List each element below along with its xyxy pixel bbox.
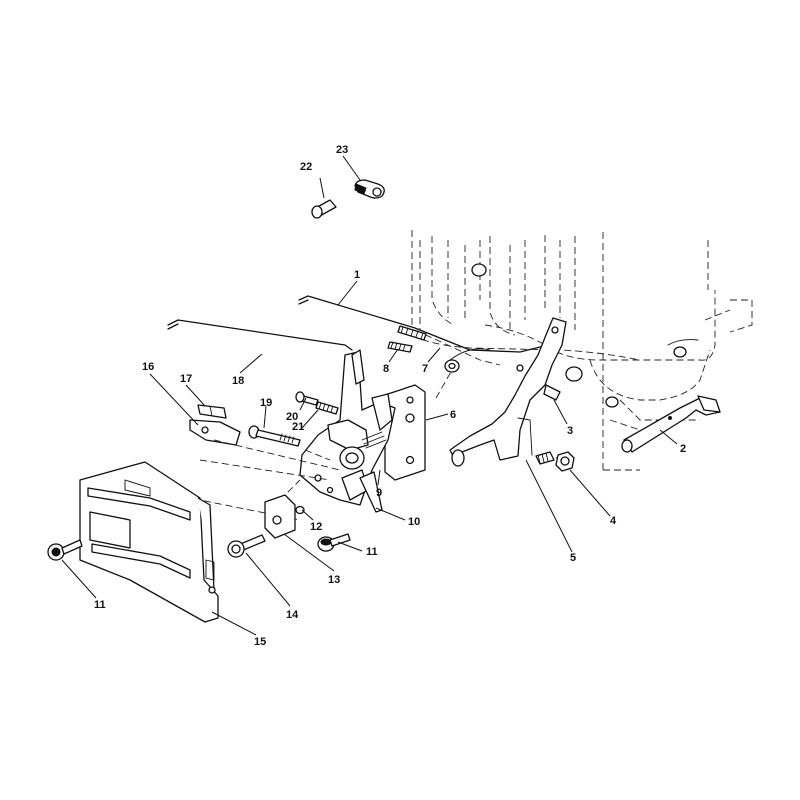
- part-14-screw: [227, 534, 266, 558]
- part-22-screw: [311, 199, 337, 219]
- part-11-screw-a: [47, 539, 83, 561]
- callout-20: 20: [286, 411, 298, 423]
- part-20-screw: [295, 391, 319, 406]
- part-12-screw: [295, 505, 305, 515]
- leader-lines: [61, 155, 678, 636]
- callout-7: 7: [422, 363, 428, 375]
- part-11-screw-b: [317, 533, 351, 552]
- callout-6: 6: [450, 409, 456, 421]
- control-plate-assembly: [299, 349, 396, 513]
- part-5-lever: [449, 317, 567, 467]
- callout-4: 4: [610, 515, 617, 527]
- part-15-cover-plate: [79, 461, 219, 623]
- callout-13: 13: [328, 574, 340, 586]
- part-7-spacer: [444, 359, 460, 373]
- callout-19: 19: [260, 397, 272, 409]
- callout-17: 17: [180, 373, 192, 385]
- part-6-bracket: [384, 384, 426, 481]
- part-17-bracket: [197, 404, 227, 419]
- part-8-spring: [387, 341, 413, 353]
- part-13-block: [264, 494, 296, 539]
- callout-12: 12: [310, 521, 322, 533]
- part-1-governor-link: [298, 295, 549, 353]
- callout-8: 8: [383, 363, 389, 375]
- callout-2: 2: [680, 443, 686, 455]
- callout-21: 21: [292, 421, 304, 433]
- part-4-nut: [555, 451, 575, 472]
- callout-11-a: 11: [94, 599, 106, 611]
- part-18-throttle-link: [167, 319, 353, 351]
- callout-10: 10: [408, 516, 420, 528]
- part-3-clip: [543, 384, 561, 401]
- callout-11-b: 11: [366, 546, 378, 558]
- callout-15: 15: [254, 636, 266, 648]
- part-2-handle: [621, 395, 721, 453]
- callout-23: 23: [336, 144, 348, 156]
- part-21-spring: [315, 401, 339, 415]
- callout-14: 14: [286, 609, 299, 621]
- callout-16: 16: [142, 361, 154, 373]
- part-19-screw: [248, 425, 301, 447]
- callout-22: 22: [300, 161, 312, 173]
- callout-3: 3: [567, 425, 573, 437]
- callout-18: 18: [232, 375, 244, 387]
- callout-5: 5: [570, 552, 576, 564]
- engine-block-outline: [411, 230, 753, 471]
- part-23-clamp: [354, 179, 385, 199]
- callout-9: 9: [376, 487, 382, 499]
- callout-1: 1: [354, 269, 360, 281]
- callout-labels: 1 2 3 4 5 6 7 8 9 10 11 11 12 13 14 15 1…: [94, 144, 686, 648]
